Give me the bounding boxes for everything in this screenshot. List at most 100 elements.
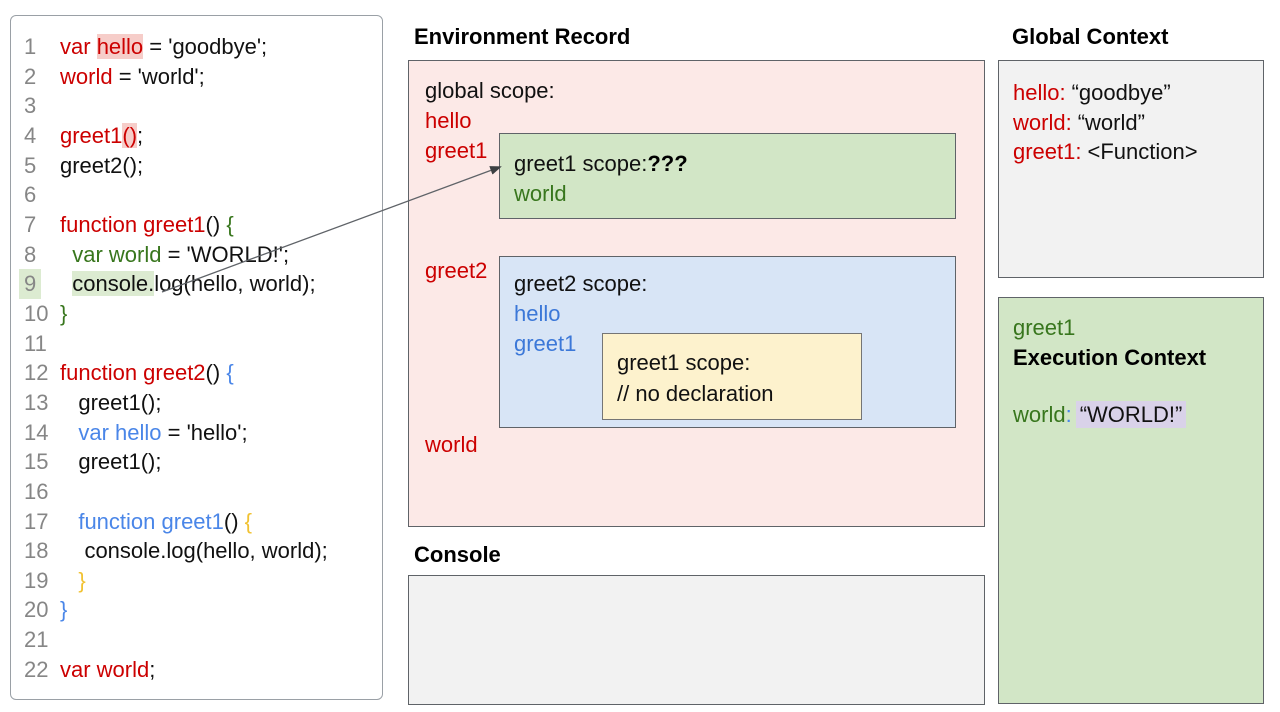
global-scope-box: global scope: hello greet1 greet2 world … [408, 60, 985, 527]
execution-context-function-name: greet1 [1013, 315, 1076, 340]
global-var-greet1: greet1 [425, 138, 488, 163]
global-context-entry: world:“world” [1013, 108, 1263, 138]
line-number: 19 [24, 567, 49, 593]
entry-label: hello: [1013, 80, 1066, 105]
code-text: var world; [60, 656, 156, 682]
line-number: 17 [24, 508, 49, 534]
code-text: greet1(); [60, 389, 162, 415]
console-output-box [408, 575, 985, 705]
entry-value: “goodbye” [1071, 80, 1171, 105]
code-line: 8 var world = 'WORLD!'; [11, 240, 382, 270]
global-var-greet2: greet2 [425, 258, 488, 283]
line-number: 15 [24, 449, 49, 475]
execution-context-title: Execution Context [1013, 344, 1207, 370]
code-line: 13 greet1(); [11, 388, 382, 418]
global-var-world: world [425, 432, 478, 457]
code-text: world = 'world'; [60, 63, 205, 89]
code-text: greet2(); [60, 152, 144, 178]
line-number: 11 [24, 330, 47, 356]
code-text: } [60, 597, 68, 623]
code-line: 1 var hello = 'goodbye'; [11, 32, 382, 62]
code-text [60, 91, 382, 121]
code-line: 20} [11, 595, 382, 625]
code-text: function greet1() { [60, 508, 253, 534]
line-number: 10 [24, 300, 49, 326]
line-number: 5 [24, 152, 37, 178]
entry-colon: : [1065, 402, 1072, 427]
console-title: Console [414, 542, 501, 567]
entry-label: world [1013, 402, 1066, 427]
global-context-entry: hello:“goodbye” [1013, 78, 1263, 108]
greet2-scope-title: greet2 scope: [514, 271, 648, 296]
code-line: 19 } [11, 566, 382, 596]
greet1-inner-scope-title: greet1 scope: [617, 350, 751, 375]
greet2-scope-var-greet1: greet1 [514, 331, 577, 356]
greet1-scope-question: ??? [647, 151, 688, 176]
code-text [60, 329, 382, 359]
global-context-entry: greet1:<Function> [1013, 137, 1263, 167]
code-text: } [60, 300, 68, 326]
code-text: function greet2() { [60, 360, 234, 386]
global-context-title: Global Context [1012, 24, 1169, 49]
code-line: 5 greet2(); [11, 151, 382, 181]
global-scope-label: global scope: [425, 78, 555, 103]
code-text: function greet1() { [60, 211, 234, 237]
code-text: greet1(); [60, 122, 144, 148]
line-number: 4 [24, 122, 37, 148]
code-text: greet1(); [60, 449, 162, 475]
code-text [60, 180, 382, 210]
line-number: 21 [24, 627, 49, 653]
entry-label: world: [1013, 109, 1072, 135]
line-number: 14 [24, 419, 49, 445]
code-line: 6 [11, 180, 382, 210]
line-number: 20 [24, 597, 49, 623]
line-number: 8 [24, 241, 37, 267]
greet1-inner-scope-box: greet1 scope: // no declaration [602, 333, 862, 420]
code-text: var world = 'WORLD!'; [60, 241, 290, 267]
code-line: 12 function greet2() { [11, 358, 382, 388]
code-line: 17 function greet1() { [11, 507, 382, 537]
code-line: 16 [11, 477, 382, 507]
greet1-inner-scope-comment: // no declaration [617, 381, 774, 406]
environment-record-title: Environment Record [414, 24, 631, 49]
line-number: 3 [24, 93, 37, 119]
code-line: 11 [11, 329, 382, 359]
code-line: 14 var hello = 'hello'; [11, 418, 382, 448]
code-text: console.log(hello, world); [72, 271, 316, 297]
line-number: 7 [24, 211, 37, 237]
line-number: 2 [24, 63, 37, 89]
code-text: var hello = 'goodbye'; [60, 34, 268, 59]
line-number: 6 [24, 182, 37, 208]
code-line: 21 [11, 625, 382, 655]
code-line: 9 console.log(hello, world); [11, 269, 382, 299]
line-number: 16 [24, 478, 49, 504]
code-text: console.log(hello, world); [60, 538, 328, 564]
execution-context-entry: world:“WORLD!” [1013, 400, 1263, 430]
code-line: 10} [11, 299, 382, 329]
line-number: 12 [24, 360, 49, 386]
code-text [60, 477, 382, 507]
entry-value: “WORLD!” [1075, 401, 1187, 428]
code-line: 4 greet1(); [11, 121, 382, 151]
line-number: 22 [24, 656, 49, 682]
greet2-scope-box: greet2 scope: hello greet1 greet1 scope:… [499, 256, 956, 428]
greet1-scope-title: greet1 scope: [514, 151, 648, 176]
greet1-scope-title-line: greet1 scope:??? [514, 149, 955, 179]
entry-value: <Function> [1087, 139, 1198, 165]
execution-context-box: greet1 Execution Context world:“WORLD!” [998, 297, 1264, 704]
code-line: 15 greet1(); [11, 447, 382, 477]
global-context-box: hello:“goodbye” world:“world” greet1:<Fu… [998, 60, 1264, 278]
greet1-scope-var-world: world [514, 181, 567, 206]
code-line: 7 function greet1() { [11, 210, 382, 240]
line-number: 1 [24, 34, 37, 59]
greet2-scope-var-hello: hello [514, 301, 561, 326]
code-lines: 1 var hello = 'goodbye'; 2 world = 'world';… [11, 32, 382, 684]
code-text [60, 625, 382, 655]
code-line: 2 world = 'world'; [11, 62, 382, 92]
code-line: 3 [11, 91, 382, 121]
code-text: } [60, 567, 86, 593]
line-number: 13 [24, 389, 49, 415]
greet1-scope-box: greet1 scope:??? world [499, 133, 956, 219]
global-var-hello: hello [425, 108, 472, 133]
